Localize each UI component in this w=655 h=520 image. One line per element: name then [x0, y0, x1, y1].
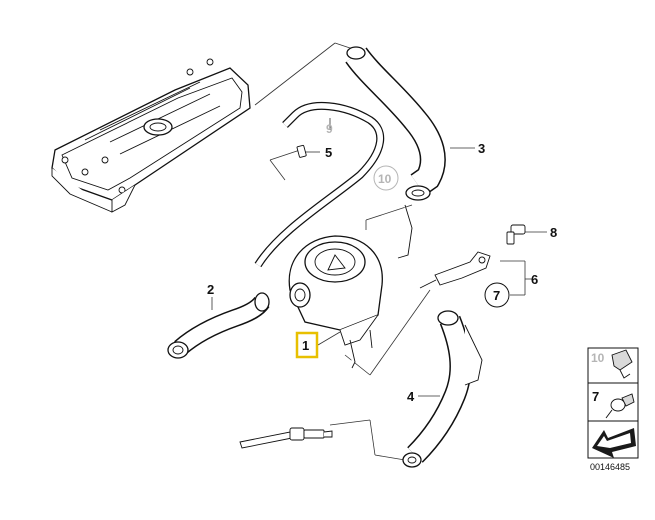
bracket-part-6: [419, 251, 491, 289]
leader-lines: [211, 42, 547, 461]
clip-icon: [611, 349, 633, 379]
callout-2[interactable]: 2: [207, 282, 214, 297]
bolt-part-8: [506, 224, 526, 245]
callout-10-circle: [373, 165, 399, 191]
callout-7[interactable]: 7: [493, 288, 500, 303]
callout-10[interactable]: 10: [378, 172, 392, 186]
hose-clamp-icon: [605, 393, 635, 419]
reference-code: 00146485: [590, 462, 630, 472]
arrow-icon: [592, 428, 636, 458]
legend-box: 10 7: [587, 347, 639, 459]
callout-3[interactable]: 3: [478, 141, 485, 156]
sensor-pin: [239, 427, 333, 449]
callout-8[interactable]: 8: [550, 225, 557, 240]
hose-upper: [345, 46, 446, 259]
valve-cover: [51, 58, 251, 213]
legend-item-10-label: 10: [591, 351, 605, 365]
hose-lower: [402, 310, 483, 468]
hose-left: [167, 292, 270, 359]
callout-1[interactable]: 1: [302, 338, 309, 353]
legend-item-7-label: 7: [592, 389, 599, 404]
callout-6[interactable]: 6: [531, 272, 538, 287]
callouts: 1 2 3 4 5 6 7 8 9 10: [207, 122, 557, 404]
vent-hose: [254, 101, 385, 268]
callout-1-highlight: [295, 331, 319, 359]
clip-part-5: [296, 144, 307, 158]
callout-9[interactable]: 9: [326, 122, 333, 136]
callout-5[interactable]: 5: [325, 145, 332, 160]
callout-7-circle: [484, 282, 510, 308]
callout-4[interactable]: 4: [407, 389, 415, 404]
oil-separator: [288, 235, 383, 369]
